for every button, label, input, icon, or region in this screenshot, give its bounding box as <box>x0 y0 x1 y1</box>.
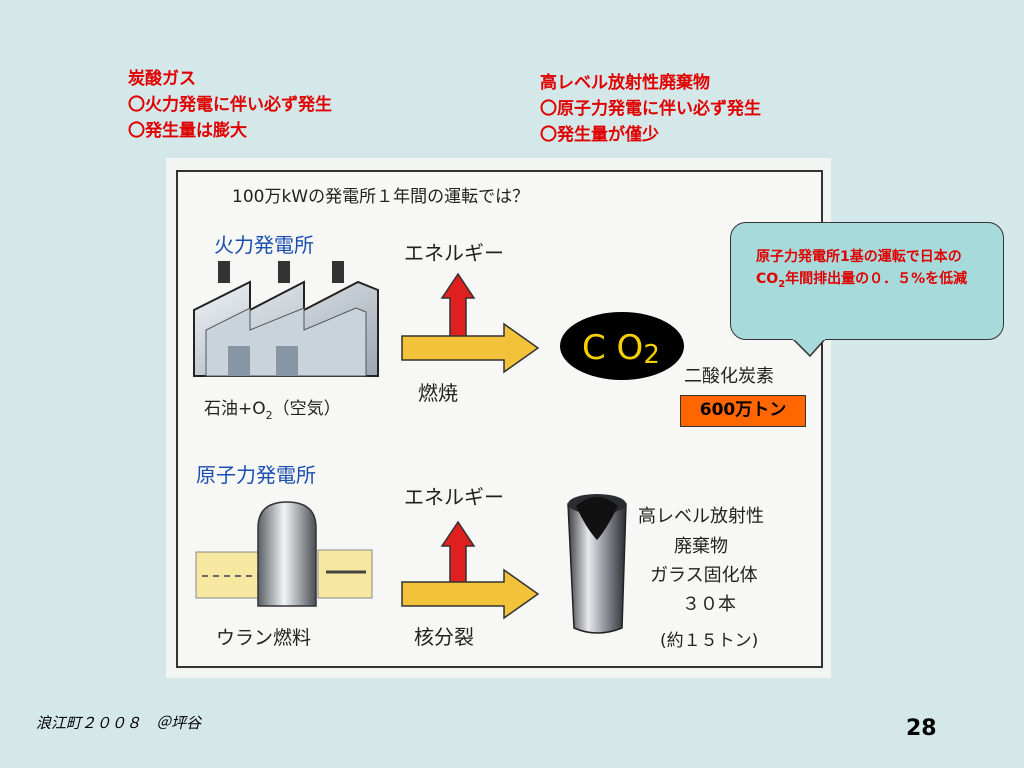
thermal-up-arrow <box>442 274 474 338</box>
waste-description: 高レベル放射性 廃棄物 ガラス固化体 ３０本 (約１５トン) <box>638 506 764 651</box>
nuclear-up-arrow <box>442 522 474 586</box>
waste-line-5: (約１５トン) <box>660 631 758 651</box>
thermal-process-label: 燃焼 <box>418 381 458 405</box>
waste-line-3: ガラス固化体 <box>650 565 758 586</box>
thermal-plant-icon <box>194 261 378 376</box>
waste-notes-title: 高レベル放射性廃棄物 <box>540 70 761 96</box>
waste-notes: 高レベル放射性廃棄物 〇原子力発電に伴い必ず発生 〇発生量が僅少 <box>540 70 761 148</box>
thermal-right-arrow <box>402 324 538 372</box>
thermal-plant-label: 火力発電所 <box>214 233 314 257</box>
page-number: 28 <box>906 716 937 741</box>
waste-line-2: 廃棄物 <box>674 536 728 557</box>
waste-line-1: 高レベル放射性 <box>638 506 764 527</box>
callout-text: 原子力発電所1基の運転で日本のCO2年間排出量の０．５%を低減 <box>756 246 988 296</box>
co2-notes-title: 炭酸ガス <box>128 66 332 92</box>
fission-label: 核分裂 <box>414 625 474 649</box>
nuclear-plant-label: 原子力発電所 <box>196 463 316 487</box>
diagram-title: 100万kWの発電所１年間の運転では？ <box>232 187 529 207</box>
thermal-energy-label: エネルギー <box>404 241 504 265</box>
co2-notes: 炭酸ガス 〇火力発電に伴い必ず発生 〇発生量は膨大 <box>128 66 332 144</box>
nuclear-right-arrow <box>402 570 538 618</box>
co2-label: 二酸化炭素 <box>684 366 774 387</box>
waste-line-4: ３０本 <box>682 594 736 615</box>
co2-amount-badge: 600万トン <box>680 395 806 427</box>
uranium-label: ウラン燃料 <box>216 627 311 649</box>
waste-notes-point2: 〇発生量が僅少 <box>540 122 761 148</box>
co2-oval: C O2 <box>560 312 684 380</box>
footer-credit: 浪江町２００８ ＠坪谷 <box>36 712 201 733</box>
co2-notes-point2: 〇発生量は膨大 <box>128 118 332 144</box>
waste-notes-point1: 〇原子力発電に伴い必ず発生 <box>540 96 761 122</box>
nuclear-energy-label: エネルギー <box>404 485 504 509</box>
co2-notes-point1: 〇火力発電に伴い必ず発生 <box>128 92 332 118</box>
nuclear-plant-icon <box>196 502 372 606</box>
thermal-input-label: 石油+O2（空気） <box>204 399 341 422</box>
callout-text-part2: 年間排出量の０．５%を低減 <box>785 271 967 287</box>
waste-canister-icon <box>568 494 626 633</box>
